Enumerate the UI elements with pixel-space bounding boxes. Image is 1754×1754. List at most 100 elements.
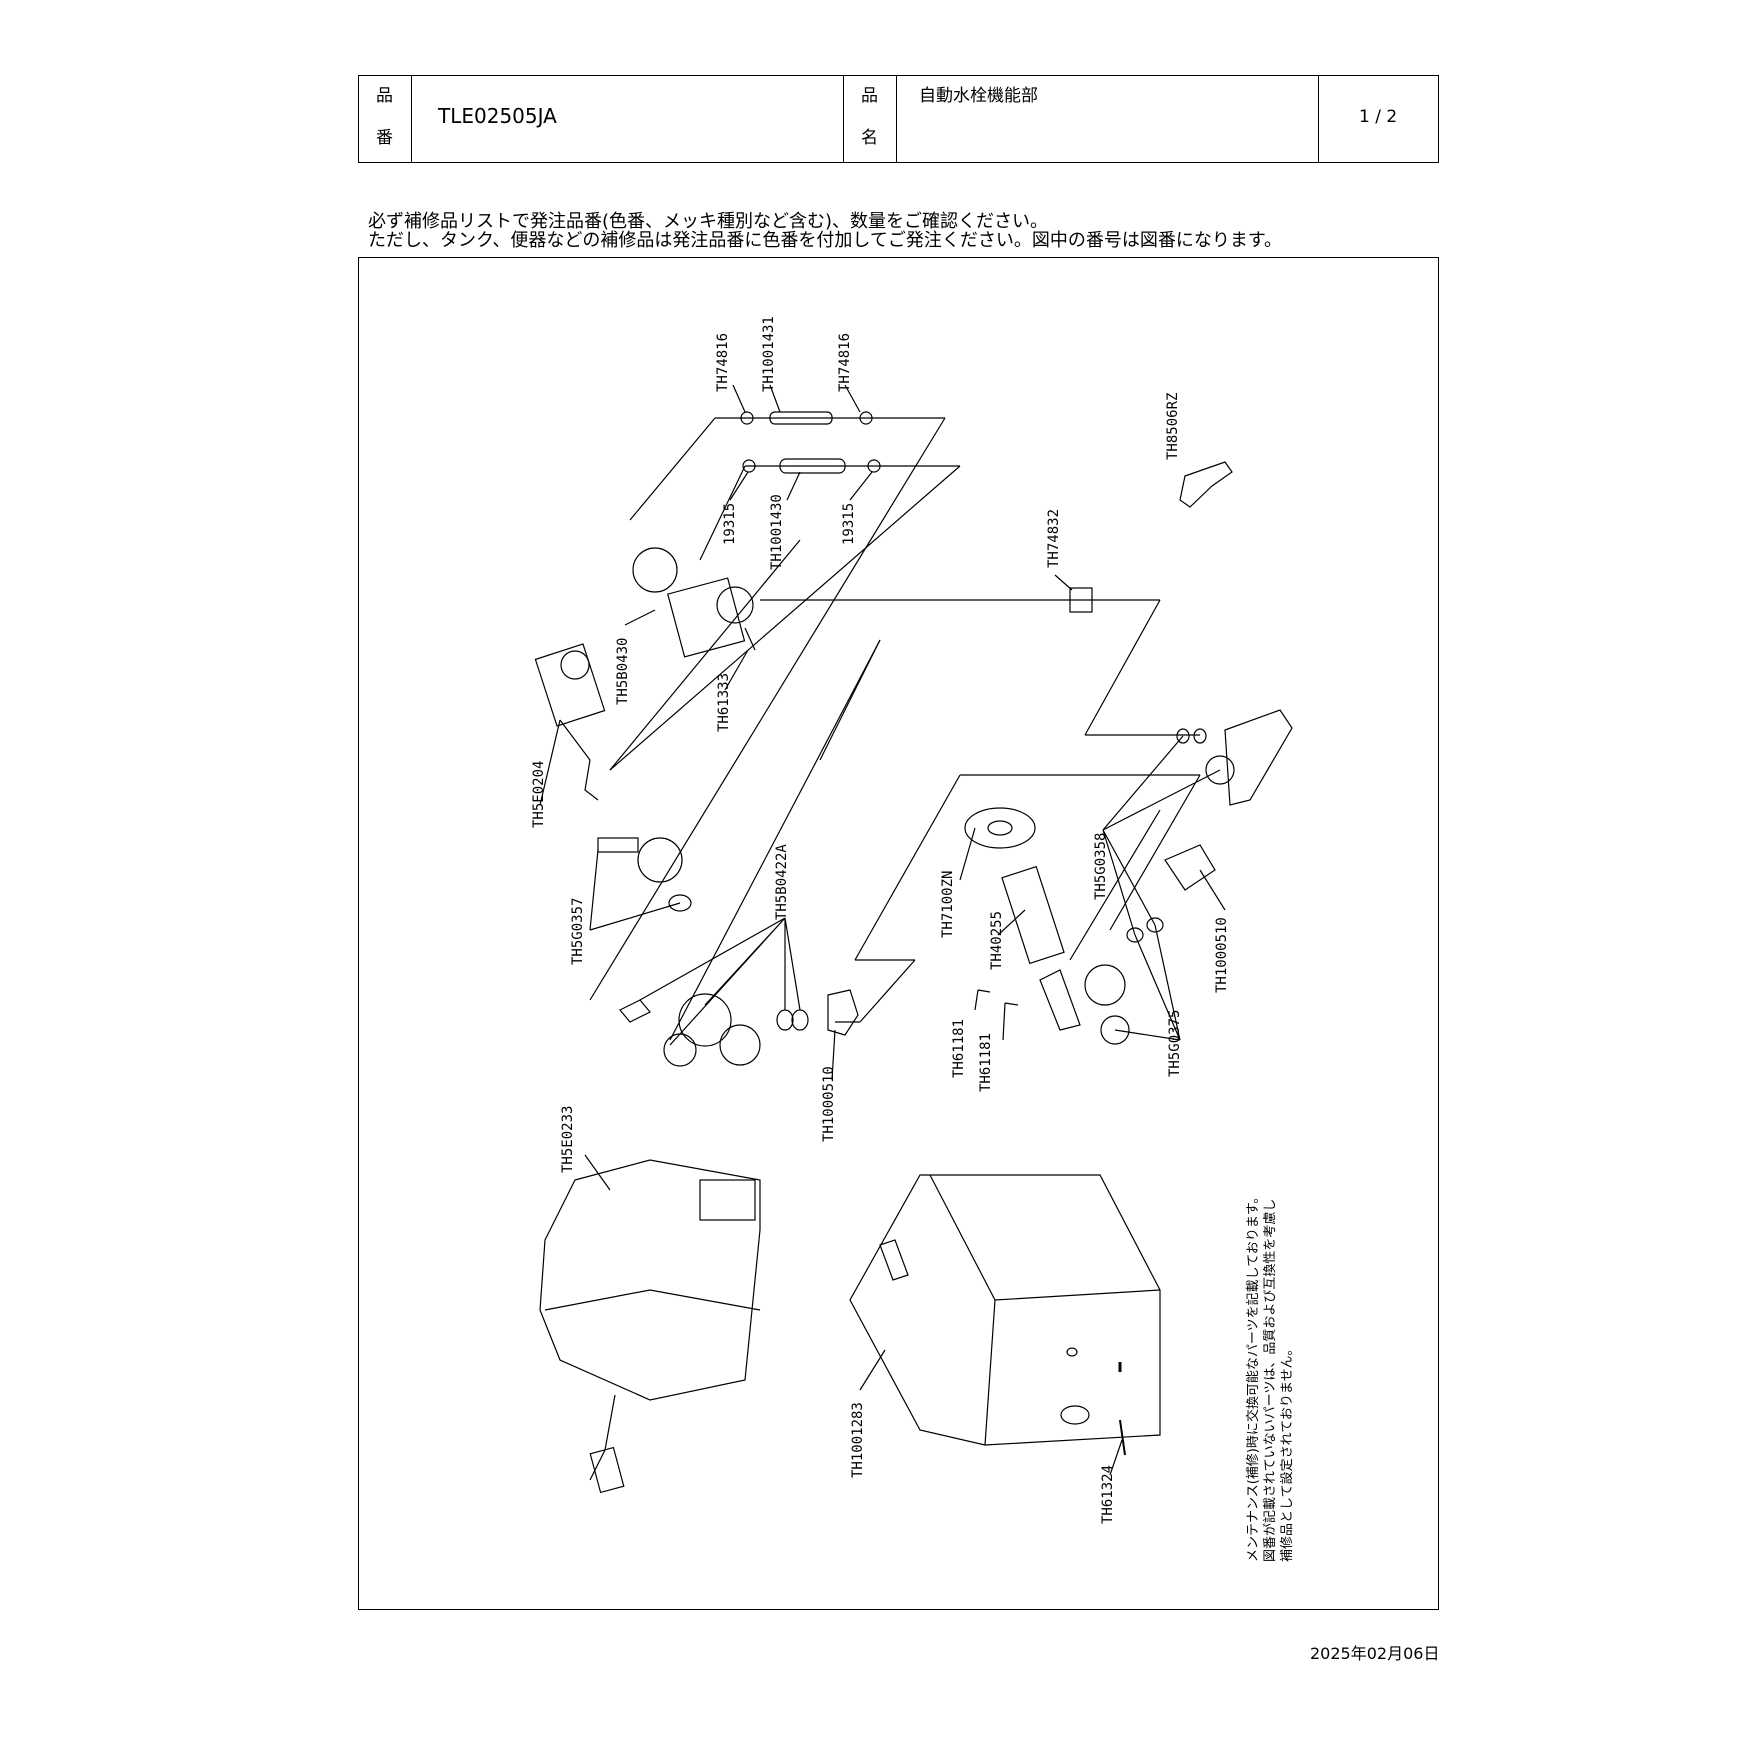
o-ring xyxy=(1193,728,1207,744)
part-label: TH8506RZ xyxy=(1165,393,1181,460)
leader-line xyxy=(729,471,749,501)
product-number: TLE02505JA xyxy=(438,104,557,128)
clamp xyxy=(740,411,754,425)
part-label: TH74832 xyxy=(1046,509,1062,568)
leader-line xyxy=(849,471,873,501)
flange-th7100zn xyxy=(964,807,1036,849)
leader-line xyxy=(669,639,881,1041)
o-ring xyxy=(776,1009,794,1031)
leader-line xyxy=(1069,809,1161,961)
issue-date: 2025年02月06日 xyxy=(1310,1644,1440,1663)
valve-outlet xyxy=(716,586,754,624)
leader-line xyxy=(629,417,716,521)
part-label: TH5B0422A xyxy=(774,844,790,920)
fitting-th74832 xyxy=(1069,587,1093,613)
part-label: TH1000510 xyxy=(821,1066,837,1142)
leader-line xyxy=(1114,924,1181,1041)
valve-connector xyxy=(1205,755,1235,785)
hinmei-label-1: 品 xyxy=(861,86,878,106)
key-th8506rz xyxy=(1179,461,1233,508)
part-label: TH61333 xyxy=(716,673,732,732)
cover-box-hole xyxy=(1060,1405,1090,1425)
part-label: TH5B0430 xyxy=(615,638,631,705)
fitting-body xyxy=(637,837,683,883)
side-note-line-3: 補修品として設定されておりません。 xyxy=(1279,1343,1295,1562)
part-label: TH7100ZN xyxy=(940,871,956,938)
part-label: TH5E0233 xyxy=(560,1106,576,1173)
leader-line xyxy=(1109,774,1201,931)
sensor-th5e0204 xyxy=(534,643,606,727)
part-label: TH61181 xyxy=(951,1019,967,1078)
leader-line xyxy=(844,384,861,413)
hinban-label-cell: 品 番 xyxy=(359,76,412,162)
o-ring xyxy=(1126,927,1144,943)
screw-th61324 xyxy=(1119,1419,1126,1456)
clamp xyxy=(742,459,756,473)
clamp xyxy=(859,411,873,425)
control-box-bracket xyxy=(699,1179,756,1221)
leader-line xyxy=(769,384,781,413)
elbow-outlet xyxy=(1100,1015,1130,1045)
product-name: 自動水栓機能部 xyxy=(919,86,1038,106)
leader-line xyxy=(1084,599,1161,736)
product-name-cell: 自動水栓機能部 xyxy=(897,76,1319,162)
hose-upper xyxy=(769,411,833,425)
part-label: TH1001283 xyxy=(850,1402,866,1478)
cover-box-slot xyxy=(879,1239,909,1281)
hinmei-label-cell: 品 名 xyxy=(844,76,897,162)
title-block: 品 番 TLE02505JA 品 名 自動水栓機能部 1 / 2 xyxy=(358,75,1439,163)
leader-line xyxy=(859,1349,886,1391)
leader-line xyxy=(639,917,801,1046)
leader-line xyxy=(589,849,681,931)
o-ring xyxy=(1176,728,1190,744)
bracket xyxy=(619,999,651,1023)
side-note-line-1: メンテナンス(補修)時に交換可能なパーツを記載しております。 xyxy=(1245,1190,1261,1562)
clip-th1000510 xyxy=(827,989,859,1036)
leader-line xyxy=(724,649,749,691)
hinban-label-2: 番 xyxy=(376,128,393,148)
part-label: TH40255 xyxy=(989,911,1005,970)
side-note-line-2: 図番が記載されていないパーツは、品質および互換性を考慮し xyxy=(1262,1199,1278,1562)
leader-line xyxy=(732,384,746,413)
note-line-1: 必ず補修品リストで発注品番(色番、メッキ種別など含む)、数量をご確認ください。 xyxy=(368,211,1049,232)
cover-box-th1001283 xyxy=(849,1174,1161,1446)
part-label: TH74816 xyxy=(837,333,853,392)
part-label: TH5G0357 xyxy=(570,898,586,965)
control-box-edge xyxy=(544,1289,761,1311)
leader-line xyxy=(584,1154,611,1191)
leader-line xyxy=(1199,869,1226,911)
elbow-th5g0375 xyxy=(1084,964,1126,1006)
leader-line xyxy=(959,827,976,881)
diagram-frame xyxy=(358,257,1439,1610)
leader-line xyxy=(997,909,1026,936)
valve-motor xyxy=(663,1033,697,1067)
power-plug xyxy=(589,1446,625,1494)
solenoid-valve-th5b0430 xyxy=(667,577,746,658)
part-label: TH61324 xyxy=(1100,1465,1116,1524)
clamp xyxy=(867,459,881,473)
leader-line xyxy=(609,539,801,771)
leader-line xyxy=(1109,1439,1123,1476)
leader-line xyxy=(624,609,656,626)
leader-line xyxy=(539,719,561,806)
leader-line xyxy=(786,471,801,501)
flange-hole xyxy=(987,820,1013,836)
nipple-th40255 xyxy=(1001,865,1065,965)
part-label: TH5G0358 xyxy=(1093,833,1109,900)
part-label: TH1001431 xyxy=(761,316,777,392)
screw-th61181 xyxy=(977,989,991,993)
page-cell: 1 / 2 xyxy=(1319,76,1438,162)
note-line-2: ただし、タンク、便器などの補修品は発注品番に色番を付加してご発注ください。図中の… xyxy=(368,230,1283,251)
control-box-th5e0233 xyxy=(539,1159,761,1401)
clip-th1000510-right xyxy=(1164,844,1216,891)
mixing-valve-th5g0358 xyxy=(1224,709,1293,806)
part-label: 19315 xyxy=(841,503,857,545)
leader-line xyxy=(974,989,979,1011)
cover-box-edges xyxy=(929,1174,1161,1446)
sensor-lens xyxy=(560,650,590,680)
valve-outlet-2 xyxy=(719,1024,761,1066)
leader-line xyxy=(609,465,961,771)
part-label: TH1000510 xyxy=(1214,917,1230,993)
leader-line xyxy=(1102,735,1221,936)
